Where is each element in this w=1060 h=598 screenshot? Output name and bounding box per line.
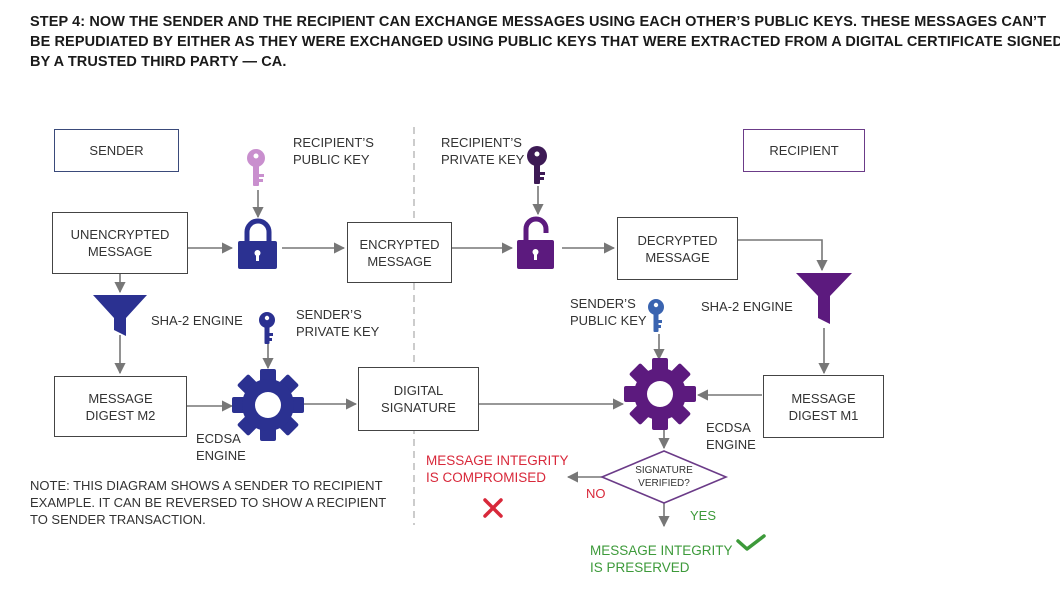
label-line: PUBLIC KEY [293, 152, 370, 167]
decrypted-message-box: DECRYPTED MESSAGE [617, 217, 738, 280]
digest-m2-line-2: DIGEST M2 [85, 407, 156, 423]
locked-padlock-icon [238, 218, 277, 269]
label-line: IS COMPROMISED [426, 470, 547, 485]
decrypted-line-2: MESSAGE [645, 249, 710, 265]
label-line: YES [690, 508, 717, 523]
title-line-3: BY A TRUSTED THIRD PARTY — CA. [30, 54, 287, 70]
no-label: NO [586, 485, 606, 502]
sender-public-key-icon [648, 299, 664, 332]
integrity-compromised-label: MESSAGE INTEGRITY IS COMPROMISED [426, 452, 569, 486]
unencrypted-line-1: UNENCRYPTED [70, 227, 170, 242]
label-line: MESSAGE INTEGRITY [426, 453, 569, 468]
sender-role-label: SENDER [89, 143, 144, 158]
ecdsa-gear-left-icon [232, 369, 304, 441]
ecdsa-gear-right-icon [624, 358, 696, 430]
digest-m1-line-1: MESSAGE [791, 390, 856, 406]
label-line: SENDER’S [296, 307, 362, 322]
signature-line-2: SIGNATURE [381, 400, 456, 415]
label-line: ENGINE [196, 448, 246, 463]
digest-m2-line-1: MESSAGE [88, 390, 153, 406]
diagram-note: NOTE: THIS DIAGRAM SHOWS A SENDER TO REC… [30, 477, 386, 528]
encrypted-line-1: ENCRYPTED [359, 236, 440, 252]
decrypted-line-1: DECRYPTED [637, 232, 718, 248]
sender-public-key-label: SENDER’S PUBLIC KEY [570, 295, 647, 329]
label-line: PRIVATE KEY [296, 324, 380, 339]
label-line: PRIVATE KEY [441, 152, 525, 167]
note-line: TO SENDER TRANSACTION. [30, 512, 206, 527]
encrypted-message-box: ENCRYPTED MESSAGE [347, 222, 452, 283]
label-line: SENDER’S [570, 296, 636, 311]
recipient-private-key-icon [527, 146, 547, 184]
sender-private-key-label: SENDER’S PRIVATE KEY [296, 306, 379, 340]
preserved-check-icon [736, 534, 766, 551]
label-line: ECDSA [706, 420, 751, 435]
recipient-public-key-icon [247, 149, 265, 186]
digital-signature-box: DIGITAL SIGNATURE [358, 367, 479, 431]
label-line: RECIPIENT’S [441, 135, 522, 150]
recipient-private-key-label: RECIPIENT’S PRIVATE KEY [441, 134, 524, 168]
sha2-funnel-right-icon [796, 273, 852, 324]
message-digest-m2-box: MESSAGE DIGEST M2 [54, 376, 187, 437]
sha2-engine-left-label: SHA-2 ENGINE [151, 312, 243, 329]
sha2-engine-right-label: SHA-2 ENGINE [701, 298, 793, 315]
label-line: ECDSA [196, 431, 241, 446]
label-line: SIGNATURE [635, 465, 693, 476]
recipient-role-box: RECIPIENT [743, 129, 865, 172]
compromised-x-icon [483, 498, 503, 518]
title-line-1: STEP 4: NOW THE SENDER AND THE RECIPIENT… [30, 14, 1047, 30]
unlocked-padlock-icon [517, 216, 554, 269]
unencrypted-message-box: UNENCRYPTED MESSAGE [52, 212, 188, 274]
yes-label: YES [690, 507, 716, 524]
encrypted-line-2: MESSAGE [367, 253, 432, 269]
message-digest-m1-box: MESSAGE DIGEST M1 [763, 375, 884, 438]
label-line: PUBLIC KEY [570, 313, 647, 328]
label-line: MESSAGE INTEGRITY [590, 543, 733, 558]
ecdsa-engine-right-label: ECDSA ENGINE [706, 419, 756, 453]
sha2-funnel-left-icon [93, 295, 147, 336]
connectors [114, 186, 830, 528]
label-line: RECIPIENT’S [293, 135, 374, 150]
signature-verified-decision [599, 450, 729, 504]
label-line: VERIFIED? [638, 478, 690, 489]
sender-role-box: SENDER [54, 129, 179, 172]
label-line: ENGINE [706, 437, 756, 452]
note-line: EXAMPLE. IT CAN BE REVERSED TO SHOW A RE… [30, 495, 387, 510]
decision-label: SIGNATURE VERIFIED? [614, 464, 714, 490]
page-title: STEP 4: NOW THE SENDER AND THE RECIPIENT… [30, 12, 1060, 72]
sender-private-key-icon [259, 312, 275, 344]
recipient-public-key-label: RECIPIENT’S PUBLIC KEY [293, 134, 374, 168]
label-line: NO [586, 486, 606, 501]
label-line: SHA-2 ENGINE [701, 299, 793, 314]
unencrypted-line-2: MESSAGE [87, 244, 153, 259]
note-line: NOTE: THIS DIAGRAM SHOWS A SENDER TO REC… [30, 478, 383, 493]
label-line: SHA-2 ENGINE [151, 313, 243, 328]
integrity-preserved-label: MESSAGE INTEGRITY IS PRESERVED [590, 542, 733, 576]
title-line-2: BE REPUDIATED BY EITHER AS THEY WERE EXC… [30, 34, 1060, 50]
ecdsa-engine-left-label: ECDSA ENGINE [196, 430, 246, 464]
signature-line-1: DIGITAL [393, 383, 444, 398]
label-line: IS PRESERVED [590, 560, 690, 575]
recipient-role-label: RECIPIENT [769, 143, 839, 158]
digest-m1-line-2: DIGEST M1 [788, 407, 859, 423]
